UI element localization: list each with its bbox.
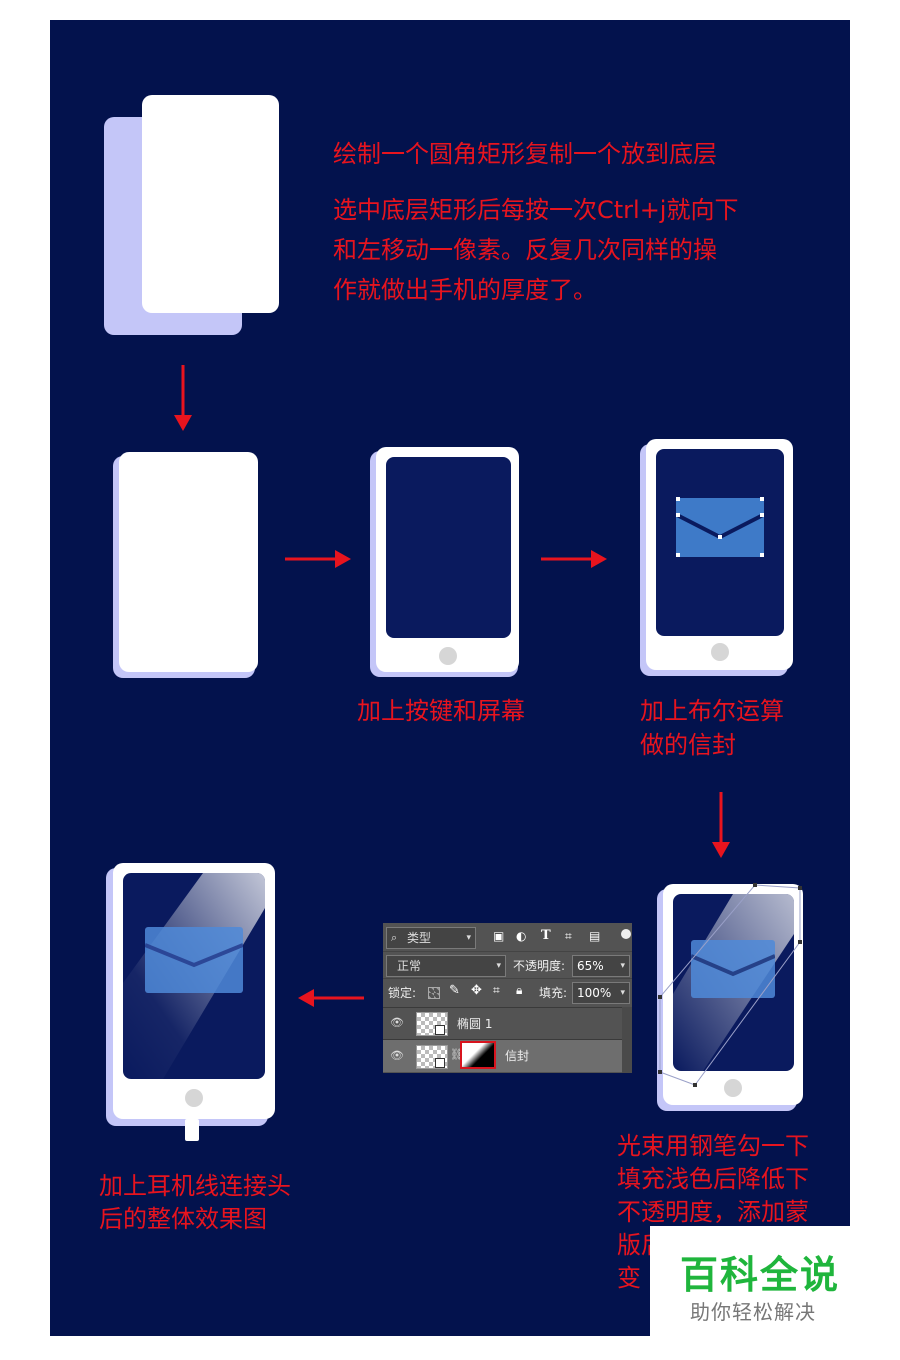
eye-icon[interactable]: 👁︎ (390, 1016, 404, 1029)
layer-mask-thumbnail[interactable] (460, 1041, 496, 1069)
step3-phone-screen (386, 457, 511, 638)
opacity-input[interactable]: 65% ▾ (572, 955, 630, 977)
arrow-down-icon (174, 365, 192, 431)
step6-phone-screen (123, 873, 265, 1079)
step5-phone-screen (673, 894, 794, 1071)
step1-caption-line2: 选中底层矩形后每按一次Ctrl+j就向下 (333, 196, 739, 224)
fill-value: 100% (577, 986, 612, 1000)
step2-phone-body (119, 452, 258, 672)
shape-filter-icon[interactable]: ⌗ (565, 929, 572, 943)
lock-all-icon[interactable]: 🔒︎ (516, 983, 523, 997)
arrow-left-icon (298, 989, 364, 1007)
lock-label: 锁定: (388, 986, 417, 1000)
fill-input[interactable]: 100% ▾ (572, 982, 630, 1004)
step1-caption-line3: 和左移动一像素。反复几次同样的操 (333, 236, 717, 264)
smart-object-filter-icon[interactable]: ▤ (589, 929, 601, 943)
headphone-connector (185, 1119, 199, 1141)
step1-top-rect (142, 95, 279, 313)
adjustment-filter-icon[interactable]: ◐ (516, 929, 527, 943)
vector-badge-icon (435, 1025, 445, 1035)
step5-caption-line1: 光束用钢笔勾一下 (617, 1132, 809, 1160)
envelope-icon (676, 497, 764, 557)
step4-home-button (711, 643, 729, 661)
watermark-subtitle: 助你轻松解决 (690, 1300, 816, 1324)
step5-caption-line3: 不透明度，添加蒙 (617, 1198, 809, 1226)
search-icon: ⌕ (391, 931, 398, 944)
layer-row[interactable]: 👁︎ ⛓︎ 信封 (383, 1039, 632, 1072)
type-filter-icon[interactable]: T (541, 928, 551, 943)
step3-home-button (439, 647, 457, 665)
step1-caption-line4: 作就做出手机的厚度了。 (333, 276, 597, 304)
step3-caption: 加上按键和屏幕 (357, 697, 525, 725)
filter-kind-select[interactable]: ⌕ 类型 ▾ (386, 927, 476, 949)
filter-kind-value: 类型 (407, 931, 432, 945)
arrow-down-icon (712, 792, 730, 858)
watermark-logo: 百科全说 助你轻松解决 (650, 1226, 850, 1336)
step6-caption-line2: 后的整体效果图 (99, 1205, 267, 1233)
fill-label: 填充: (539, 986, 568, 1000)
step6-caption-line1: 加上耳机线连接头 (99, 1172, 291, 1200)
step1-caption-line1: 绘制一个圆角矩形复制一个放到底层 (333, 140, 717, 168)
lock-transparent-icon[interactable] (428, 987, 440, 999)
scrollbar[interactable] (622, 1007, 632, 1073)
watermark-title: 百科全说 (680, 1253, 841, 1297)
step4-caption-line1: 加上布尔运算 (640, 697, 784, 725)
pen-path-outline (658, 883, 802, 1087)
chevron-down-icon: ▾ (496, 961, 501, 971)
step4-caption-line2: 做的信封 (640, 731, 736, 759)
lock-artboard-icon[interactable]: ⌗ (493, 983, 500, 997)
image-filter-icon[interactable]: ▣ (493, 929, 505, 943)
layers-panel: ⌕ 类型 ▾ ▣ ◐ T ⌗ ▤ 正常 ▾ 不透明度: 65% ▾ 锁定: ✎ … (383, 923, 632, 1073)
step5-caption-line5: 变 (617, 1264, 641, 1292)
layer-name: 椭圆 1 (457, 1017, 493, 1031)
layer-row[interactable]: 👁︎ 椭圆 1 (383, 1007, 632, 1039)
blend-mode-select[interactable]: 正常 ▾ (386, 955, 506, 977)
layer-name: 信封 (505, 1049, 530, 1063)
envelope-icon (691, 940, 775, 998)
step6-home-button (185, 1089, 203, 1107)
opacity-label: 不透明度: (513, 959, 566, 973)
chevron-down-icon: ▾ (620, 961, 625, 971)
lock-position-icon[interactable]: ✥ (471, 983, 482, 998)
chevron-down-icon: ▾ (620, 988, 625, 998)
blend-mode-value: 正常 (397, 959, 422, 973)
filter-toggle-icon[interactable] (621, 929, 631, 939)
step5-home-button (724, 1079, 742, 1097)
arrow-right-icon (541, 550, 607, 568)
lock-brush-icon[interactable]: ✎ (449, 983, 460, 998)
envelope-icon (145, 927, 243, 993)
step5-caption-line2: 填充浅色后降低下 (617, 1165, 809, 1193)
eye-icon[interactable]: 👁︎ (390, 1049, 404, 1062)
vector-badge-icon (435, 1058, 445, 1068)
arrow-right-icon (285, 550, 351, 568)
chevron-down-icon: ▾ (466, 933, 471, 943)
opacity-value: 65% (577, 959, 604, 973)
